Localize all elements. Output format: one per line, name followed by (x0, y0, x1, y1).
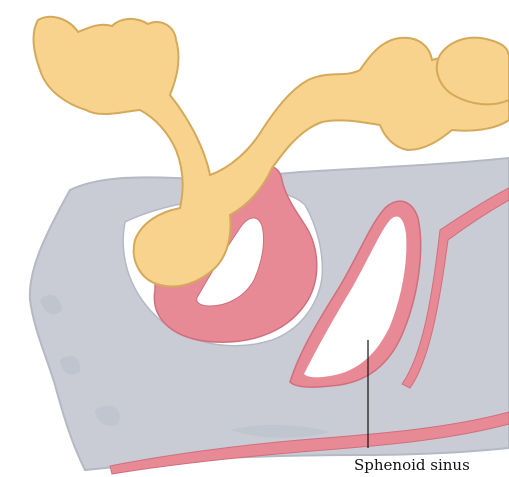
sphenoid-sinus-label: Sphenoid sinus (354, 456, 470, 474)
